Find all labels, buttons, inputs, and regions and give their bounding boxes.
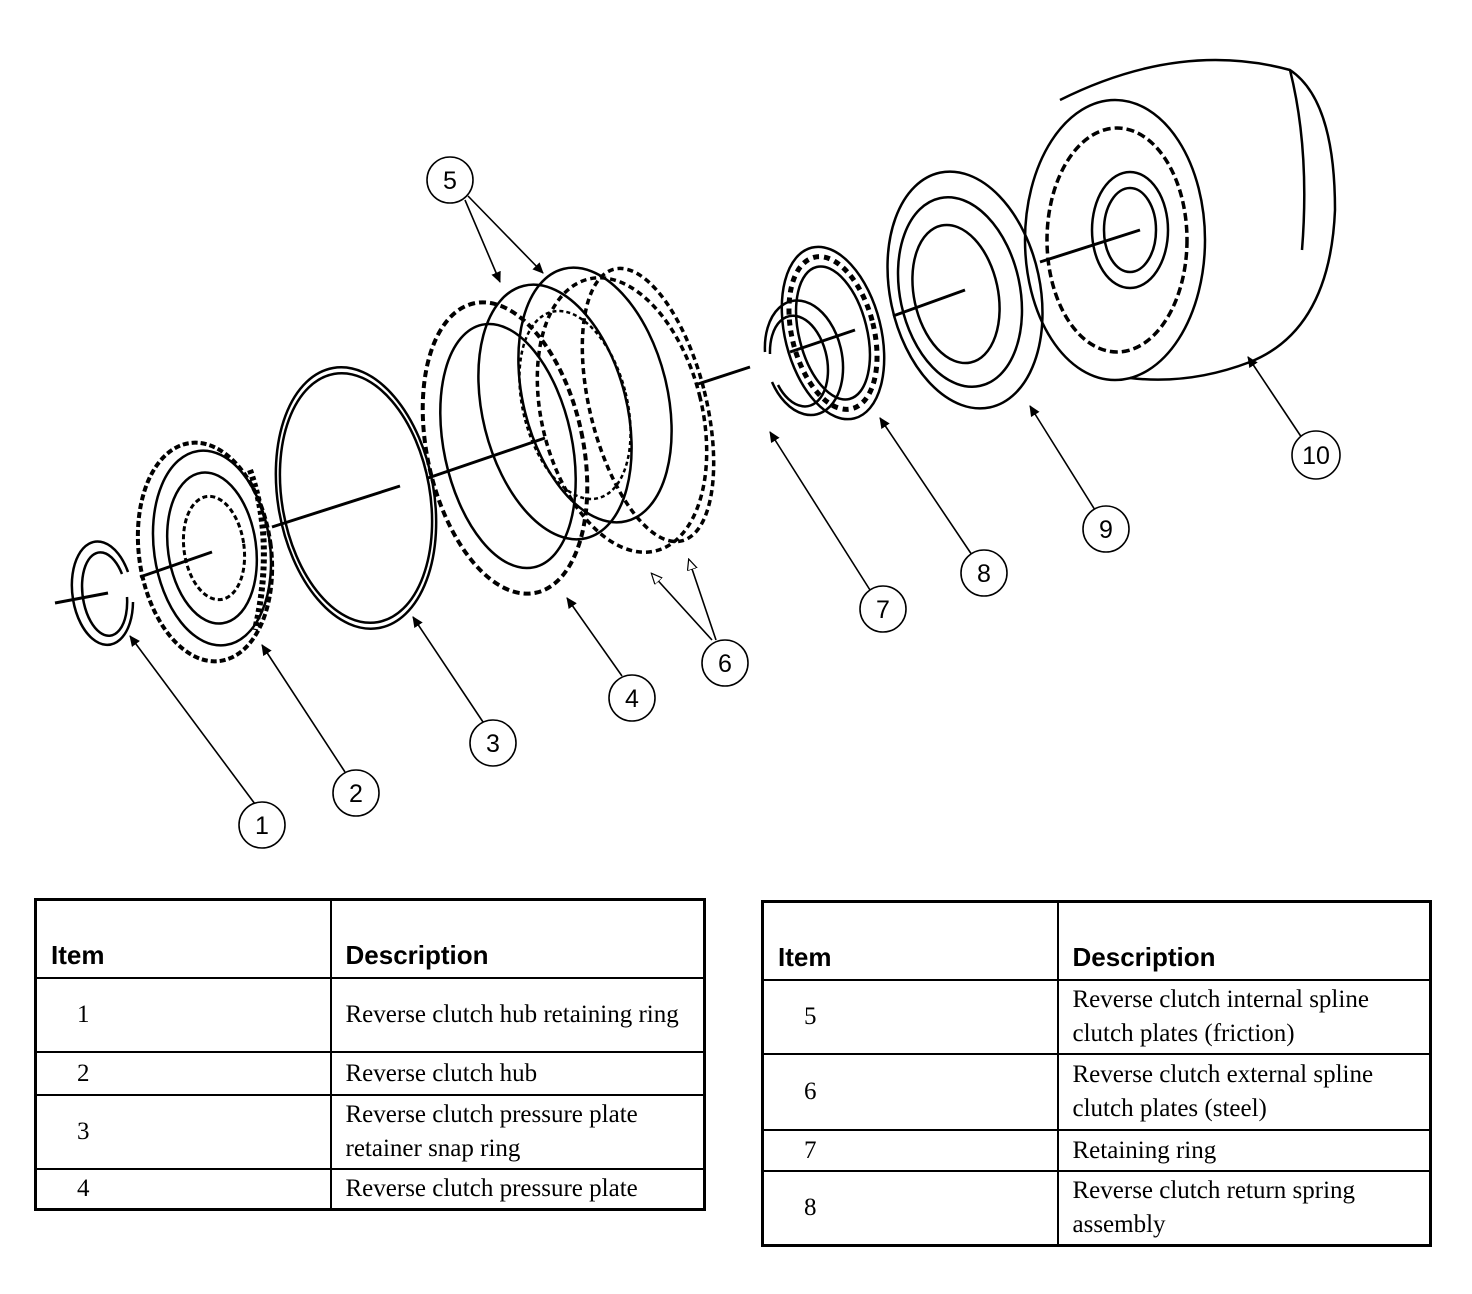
callout-6: 6 — [701, 639, 749, 687]
table-row: 8 Reverse clutch return spring assembly — [761, 1170, 1432, 1246]
table-header: Item Description — [34, 898, 706, 979]
part-9-piston — [886, 170, 1044, 410]
part-2-clutch-hub — [135, 440, 275, 664]
parts-table-left: Item Description 1 Reverse clutch hub re… — [34, 898, 706, 1211]
table-row: 5 Reverse clutch internal spline clutch … — [761, 979, 1432, 1055]
callout-9: 9 — [1082, 505, 1130, 553]
header-item: Item — [761, 900, 1059, 981]
item-number: 3 — [34, 1094, 332, 1170]
item-description: Reverse clutch return spring assembly — [1056, 1170, 1432, 1246]
svg-text:9: 9 — [1099, 516, 1113, 544]
svg-text:3: 3 — [486, 730, 500, 758]
item-description: Reverse clutch internal spline clutch pl… — [1056, 979, 1432, 1055]
callout-7: 7 — [859, 585, 907, 633]
table-row: 1 Reverse clutch hub retaining ring — [34, 977, 706, 1053]
callout-4: 4 — [608, 674, 656, 722]
svg-text:8: 8 — [977, 560, 991, 588]
item-number: 1 — [34, 977, 332, 1053]
callout-1: 1 — [238, 801, 286, 849]
item-description: Reverse clutch pressure plate retainer s… — [329, 1094, 706, 1170]
item-number: 6 — [761, 1053, 1059, 1131]
header-item: Item — [34, 898, 332, 979]
svg-text:5: 5 — [443, 167, 457, 195]
item-description: Reverse clutch external spline clutch pl… — [1056, 1053, 1432, 1131]
table-row: 2 Reverse clutch hub — [34, 1051, 706, 1096]
center-axis — [54, 228, 1141, 605]
leader-lines — [129, 195, 1303, 805]
part-3-snap-ring — [274, 366, 438, 630]
callout-5: 5 — [426, 156, 474, 204]
svg-text:7: 7 — [876, 596, 890, 624]
callout-10: 10 — [1291, 430, 1341, 480]
part-4-pressure-plate — [420, 300, 590, 596]
item-number: 4 — [34, 1168, 332, 1210]
exploded-view-diagram: 1 2 3 4 5 6 7 8 9 10 — [54, 58, 1341, 849]
svg-text:2: 2 — [349, 780, 363, 808]
part-5-friction-plates — [477, 266, 673, 541]
table-row: 7 Retaining ring — [761, 1129, 1432, 1172]
svg-text:1: 1 — [255, 812, 269, 840]
callout-2: 2 — [332, 769, 380, 817]
part-1-retaining-ring — [70, 540, 135, 647]
item-number: 5 — [761, 979, 1059, 1055]
part-8-return-spring — [780, 245, 886, 421]
item-description: Reverse clutch hub retaining ring — [329, 977, 706, 1053]
header-description: Description — [329, 898, 706, 979]
item-number: 2 — [34, 1051, 332, 1096]
table-row: 3 Reverse clutch pressure plate retainer… — [34, 1094, 706, 1170]
callout-8: 8 — [960, 549, 1008, 597]
item-description: Retaining ring — [1056, 1129, 1432, 1172]
table-row: 4 Reverse clutch pressure plate — [34, 1168, 706, 1210]
part-6-steel-plates — [535, 266, 716, 554]
item-number: 8 — [761, 1170, 1059, 1246]
header-description: Description — [1056, 900, 1432, 981]
table-header: Item Description — [761, 900, 1432, 981]
item-description: Reverse clutch hub — [329, 1051, 706, 1096]
item-number: 7 — [761, 1129, 1059, 1172]
svg-text:10: 10 — [1302, 442, 1330, 470]
parts-table-right: Item Description 5 Reverse clutch intern… — [761, 900, 1432, 1247]
item-description: Reverse clutch pressure plate — [329, 1168, 706, 1210]
svg-text:6: 6 — [718, 650, 732, 678]
part-7-retaining-ring — [763, 299, 845, 417]
svg-text:4: 4 — [625, 685, 639, 713]
callout-3: 3 — [469, 719, 517, 767]
part-10-drum — [1023, 58, 1337, 382]
table-row: 6 Reverse clutch external spline clutch … — [761, 1053, 1432, 1131]
